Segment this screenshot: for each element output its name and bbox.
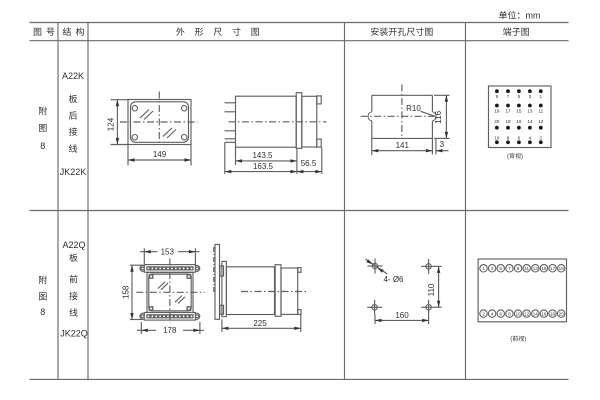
svg-text:3: 3: [491, 266, 494, 271]
svg-text:(: (: [510, 337, 512, 343]
svg-text:4- Ø6: 4- Ø6: [383, 275, 404, 284]
svg-text:153: 153: [161, 248, 175, 257]
svg-text:m: m: [533, 11, 541, 21]
svg-text:7: 7: [508, 266, 511, 271]
svg-text:JK22K: JK22K: [60, 167, 87, 177]
svg-text:18: 18: [505, 119, 511, 124]
svg-text:3: 3: [529, 94, 532, 99]
svg-text:149: 149: [153, 150, 167, 159]
svg-text:19: 19: [494, 108, 500, 113]
svg-text:13: 13: [527, 108, 533, 113]
svg-text:R10: R10: [406, 104, 421, 113]
svg-text:160: 160: [395, 311, 409, 320]
svg-text:9: 9: [517, 266, 520, 271]
svg-text:JK22Q: JK22Q: [60, 329, 88, 339]
svg-text:(: (: [507, 154, 509, 160]
svg-text:11: 11: [524, 266, 529, 271]
svg-text:5: 5: [499, 266, 502, 271]
svg-text:6: 6: [499, 311, 502, 316]
svg-text:10: 10: [494, 136, 500, 141]
svg-text:1: 1: [482, 266, 485, 271]
svg-text:56.5: 56.5: [301, 159, 317, 168]
svg-text:15: 15: [541, 266, 547, 271]
svg-text:20: 20: [559, 311, 565, 316]
svg-text:116: 116: [434, 110, 443, 123]
svg-text:14: 14: [527, 119, 533, 124]
svg-text:3: 3: [440, 140, 445, 149]
svg-text:163.5: 163.5: [253, 162, 274, 171]
svg-text:4: 4: [491, 311, 494, 316]
svg-text:1: 1: [540, 94, 543, 99]
svg-text:A22K: A22K: [62, 71, 84, 81]
svg-text:19: 19: [559, 266, 565, 271]
svg-text:A22Q: A22Q: [62, 240, 85, 250]
svg-text:158: 158: [122, 285, 131, 299]
svg-text:15: 15: [516, 108, 522, 113]
svg-text:12: 12: [524, 311, 530, 316]
svg-text:5: 5: [518, 94, 521, 99]
svg-text:124: 124: [107, 117, 116, 131]
svg-text:16: 16: [541, 311, 547, 316]
svg-text:18: 18: [550, 311, 556, 316]
svg-text:2: 2: [482, 311, 485, 316]
svg-text:143.5: 143.5: [252, 151, 273, 160]
svg-text:): ): [521, 154, 523, 160]
svg-text:): ): [524, 337, 526, 343]
svg-text:2: 2: [540, 136, 543, 141]
svg-text:16: 16: [516, 119, 522, 124]
svg-text:20: 20: [494, 119, 500, 124]
svg-text:6: 6: [518, 136, 521, 141]
svg-text:178: 178: [163, 326, 177, 335]
svg-text:8: 8: [507, 136, 510, 141]
svg-text:8: 8: [508, 311, 511, 316]
svg-text:8: 8: [40, 141, 45, 151]
svg-text:8: 8: [40, 307, 45, 317]
svg-text:17: 17: [505, 108, 511, 113]
svg-text:110: 110: [427, 283, 436, 296]
svg-text:14: 14: [533, 311, 539, 316]
svg-text:141: 141: [396, 141, 410, 150]
svg-text:12: 12: [538, 119, 544, 124]
svg-text:7: 7: [507, 94, 510, 99]
svg-text:13: 13: [533, 266, 539, 271]
svg-text:4: 4: [529, 136, 532, 141]
svg-text:11: 11: [538, 108, 543, 113]
svg-text:17: 17: [550, 266, 556, 271]
svg-text:10: 10: [515, 311, 521, 316]
svg-text:9: 9: [496, 94, 499, 99]
svg-text:225: 225: [253, 319, 267, 328]
svg-text:m: m: [526, 11, 534, 21]
